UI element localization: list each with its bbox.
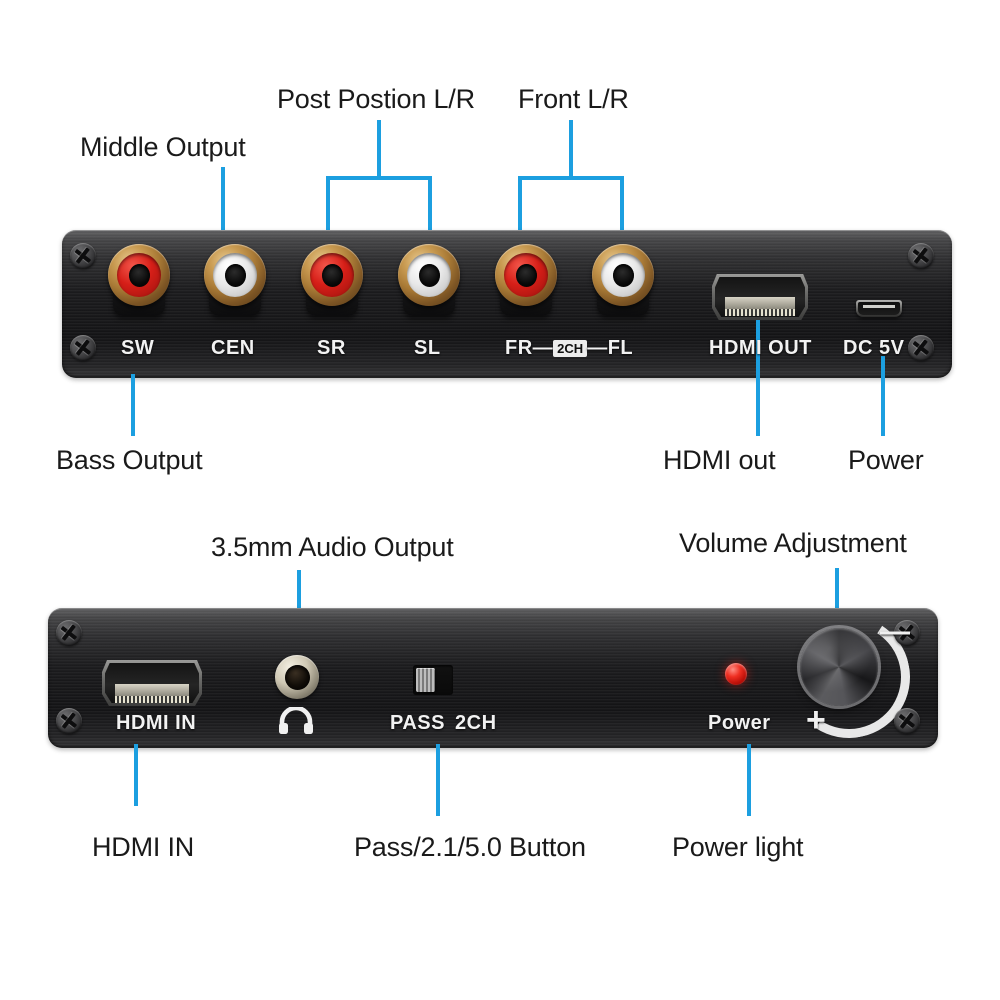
callout-power-light: Power light (672, 832, 804, 862)
volume-knob[interactable] (800, 628, 878, 706)
silk-label-sw: SW (121, 337, 155, 359)
volume-minus-label: — (880, 615, 910, 648)
silk-label-2ch: 2CH (455, 712, 497, 734)
callout-hdmi-in: HDMI IN (92, 832, 195, 862)
rca-jack-sr[interactable] (301, 244, 363, 306)
silk-label-power: Power (708, 712, 771, 734)
screw-rear-bottom-left (70, 335, 96, 361)
leader-front-right (620, 176, 624, 234)
silk-chip-2ch: 2CH (553, 340, 588, 358)
pass-2ch-switch[interactable] (413, 665, 453, 695)
silk-label-cen: CEN (211, 337, 255, 359)
leader-post-position-right (428, 176, 432, 234)
silk-label-hdmi-in: HDMI IN (116, 712, 197, 734)
volume-plus-label: + (806, 701, 826, 739)
switch-knob[interactable] (416, 668, 435, 692)
screw-front-top-left (56, 620, 82, 646)
callout-front-lr: Front L/R (518, 84, 629, 114)
callout-volume-adjustment: Volume Adjustment (679, 528, 907, 558)
front-panel-chassis (48, 608, 938, 748)
rca-jack-sw[interactable] (108, 244, 170, 306)
power-led (725, 663, 747, 685)
leader-post-position-left (326, 176, 330, 234)
callout-bass-output: Bass Output (56, 445, 203, 475)
screw-rear-top-left (70, 243, 96, 269)
silk-label-sr: SR (317, 337, 346, 359)
leader-front-left (518, 176, 522, 234)
callout-middle-output: Middle Output (80, 132, 246, 162)
leader-power-light (747, 744, 751, 816)
rca-jack-cen[interactable] (204, 244, 266, 306)
leader-front-stem (569, 120, 573, 178)
screw-front-top-right (894, 620, 920, 646)
hdmi-in-port[interactable] (102, 660, 202, 706)
callout-audio-output-35mm: 3.5mm Audio Output (211, 532, 454, 562)
silk-label-pass: PASS (390, 712, 445, 734)
rca-jack-sl[interactable] (398, 244, 460, 306)
rca-jack-fr[interactable] (495, 244, 557, 306)
screw-front-bottom-left (56, 708, 82, 734)
headphone-icon (277, 705, 315, 740)
hdmi-out-port[interactable] (712, 274, 808, 320)
leader-pass-button (436, 744, 440, 816)
callout-power: Power (848, 445, 924, 475)
leader-volume-adjustment (835, 568, 839, 640)
leader-post-position-bar (326, 176, 432, 180)
screw-rear-bottom-right (908, 335, 934, 361)
silk-dash-left: — (532, 337, 554, 360)
screw-front-bottom-right (894, 708, 920, 734)
silk-label-fl: FL (607, 337, 634, 359)
screw-rear-top-right (908, 243, 934, 269)
silk-label-sl: SL (414, 337, 441, 359)
silk-label-front-group: FR—2CH—FL (505, 337, 633, 360)
leader-hdmi-in (134, 744, 138, 806)
callout-pass-button: Pass/2.1/5.0 Button (354, 832, 586, 862)
leader-front-bar (518, 176, 624, 180)
silk-label-hdmi-out: HDMI OUT (709, 337, 812, 359)
callout-post-position-lr: Post Postion L/R (277, 84, 475, 114)
silk-label-dc-5v: DC 5V (843, 337, 905, 359)
rca-jack-fl[interactable] (592, 244, 654, 306)
leader-middle-output (221, 167, 225, 233)
leader-power (881, 356, 885, 436)
volume-knob-assembly[interactable] (776, 604, 922, 750)
silk-dash-right: — (587, 337, 608, 360)
leader-bass-output (131, 374, 135, 436)
leader-post-position-stem (377, 120, 381, 178)
silk-label-fr: FR (505, 337, 533, 359)
headphone-jack-35mm[interactable] (275, 655, 319, 699)
leader-hdmi-out (756, 318, 760, 436)
dc-5v-port[interactable] (856, 300, 902, 317)
callout-hdmi-out: HDMI out (663, 445, 776, 475)
